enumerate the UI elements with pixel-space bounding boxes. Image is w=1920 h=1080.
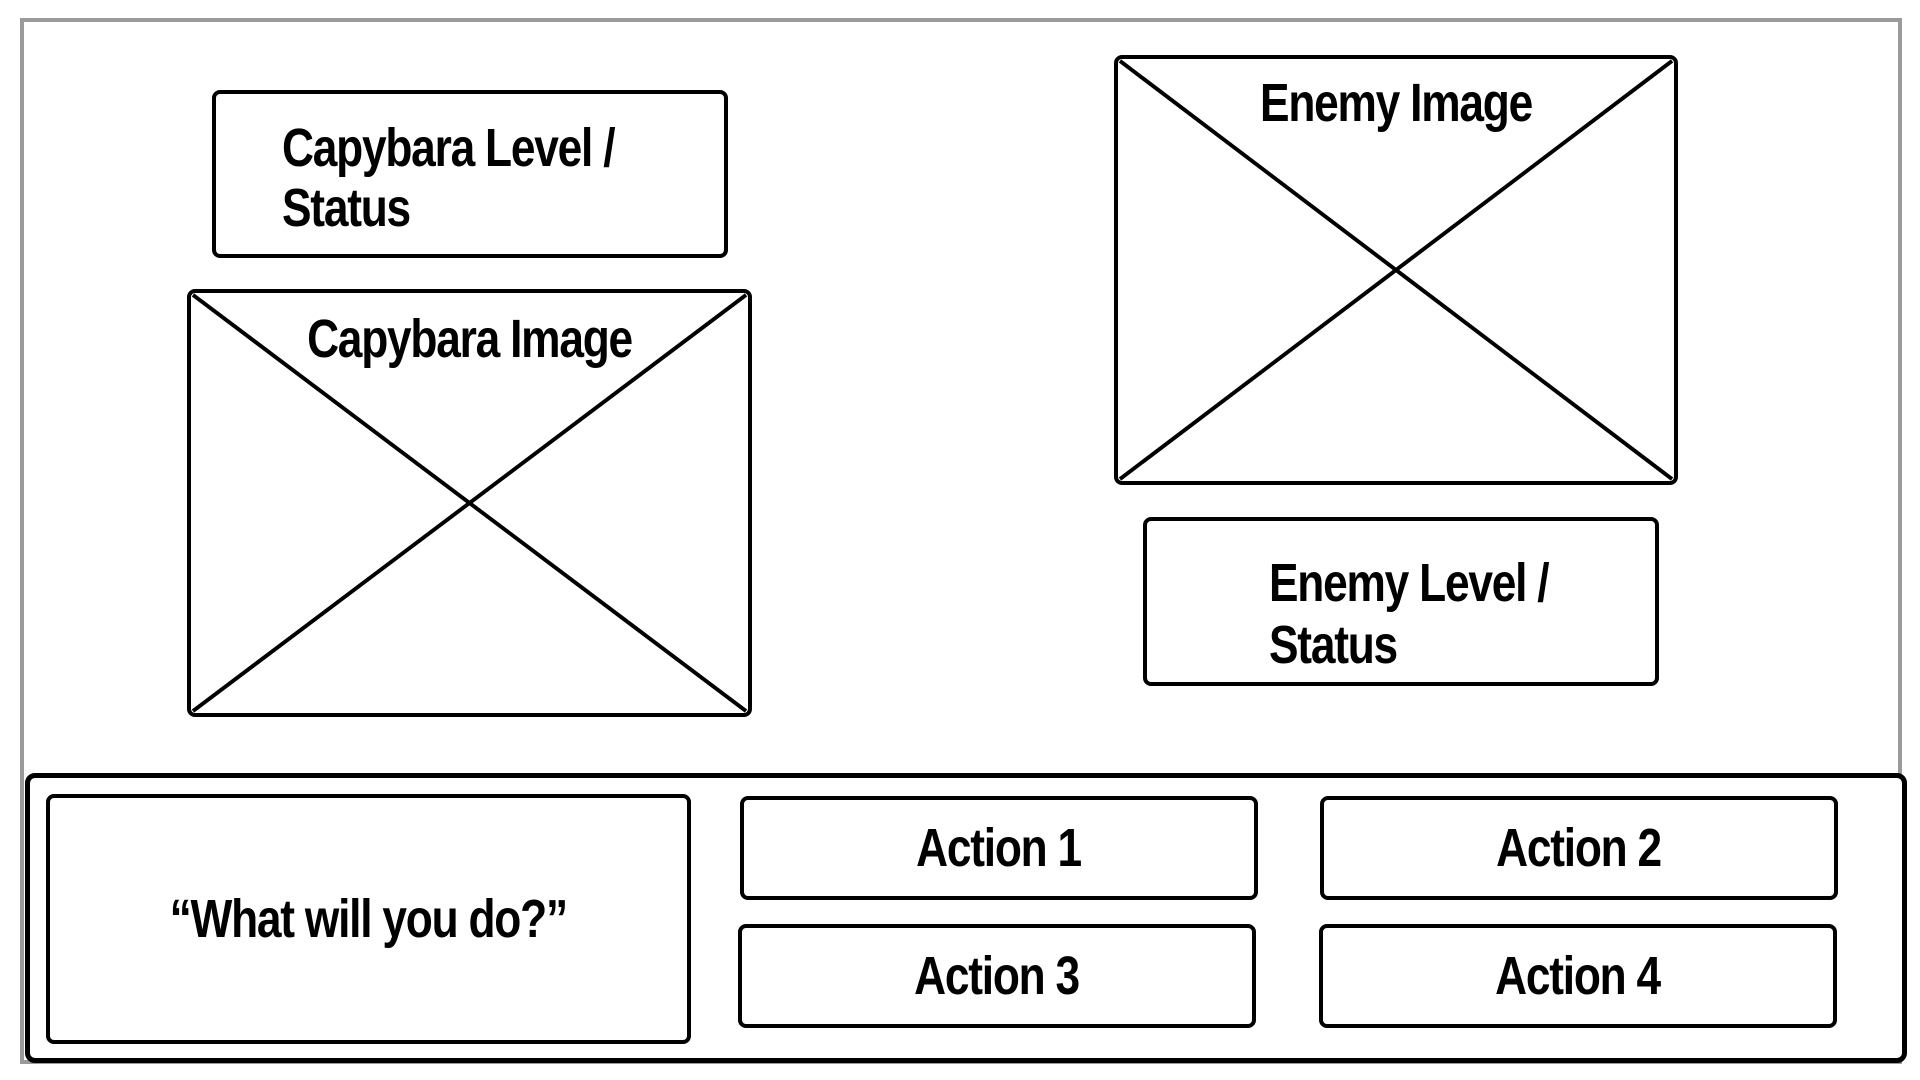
battle-menu-panel: “What will you do?” Action 1 Action 2 Ac… [25,773,1907,1063]
action-4-label: Action 4 [1495,946,1662,1006]
x-placeholder-icon [191,293,748,713]
action-1-button[interactable]: Action 1 [740,796,1258,900]
battle-prompt-text: “What will you do?” [169,889,568,949]
battle-prompt-box: “What will you do?” [46,794,691,1044]
action-2-button[interactable]: Action 2 [1320,796,1838,900]
player-image-placeholder: Capybara Image [187,289,752,717]
player-status-line1: Capybara Level / [282,118,616,178]
action-3-button[interactable]: Action 3 [738,924,1256,1028]
player-status-line2: Status [282,178,411,238]
enemy-status-box: Enemy Level / Status [1143,517,1659,686]
action-3-label: Action 3 [914,946,1081,1006]
action-4-button[interactable]: Action 4 [1319,924,1837,1028]
action-1-label: Action 1 [916,818,1083,878]
enemy-image-label: Enemy Image [1260,73,1533,133]
player-status-box: Capybara Level / Status [212,90,728,258]
enemy-image-placeholder: Enemy Image [1114,55,1678,485]
player-image-label: Capybara Image [307,309,633,369]
action-2-label: Action 2 [1496,818,1663,878]
enemy-status-line1: Enemy Level / [1269,553,1550,613]
x-placeholder-icon [1118,59,1674,481]
enemy-status-line2: Status [1269,615,1398,675]
